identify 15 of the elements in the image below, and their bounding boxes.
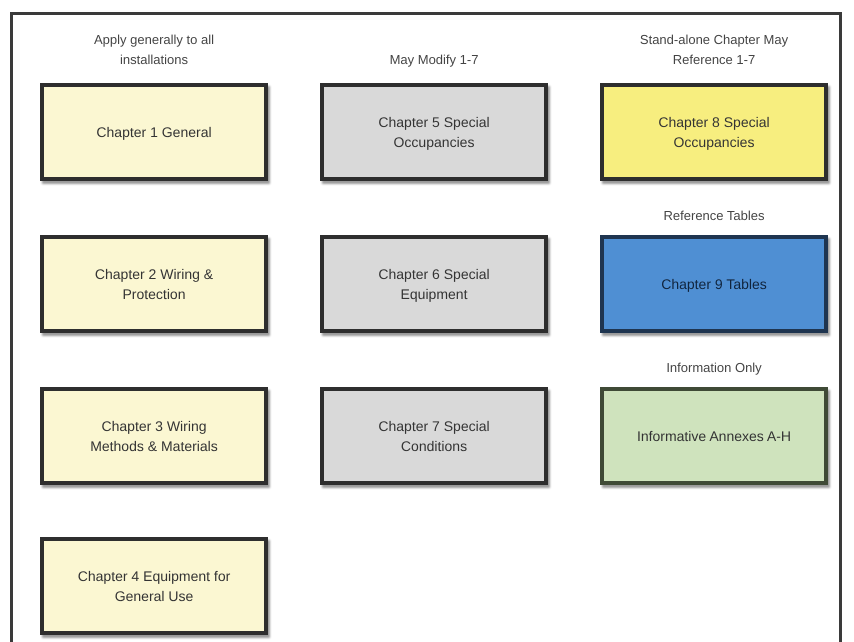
- chapter-box: Chapter 5 Special Occupancies: [320, 83, 548, 181]
- column-heading: May Modify 1-7: [388, 51, 480, 69]
- chapter-box: Chapter 9 Tables: [600, 235, 828, 333]
- column-heading: Apply generally to all installations: [93, 31, 215, 69]
- chapter-box: Chapter 6 Special Equipment: [320, 235, 548, 333]
- chapter-box: Informative Annexes A-H: [600, 387, 828, 485]
- column-heading: Stand-alone Chapter May Reference 1-7: [639, 31, 789, 69]
- chapter-box: Chapter 2 Wiring & Protection: [40, 235, 268, 333]
- chapter-box: Chapter 7 Special Conditions: [320, 387, 548, 485]
- chapter-box: Chapter 4 Equipment for General Use: [40, 537, 268, 635]
- column-heading: Information Only: [665, 359, 763, 377]
- chapter-box: Chapter 1 General: [40, 83, 268, 181]
- chapter-box: Chapter 8 Special Occupancies: [600, 83, 828, 181]
- chapter-box: Chapter 3 Wiring Methods & Materials: [40, 387, 268, 485]
- column-heading: Reference Tables: [662, 207, 766, 225]
